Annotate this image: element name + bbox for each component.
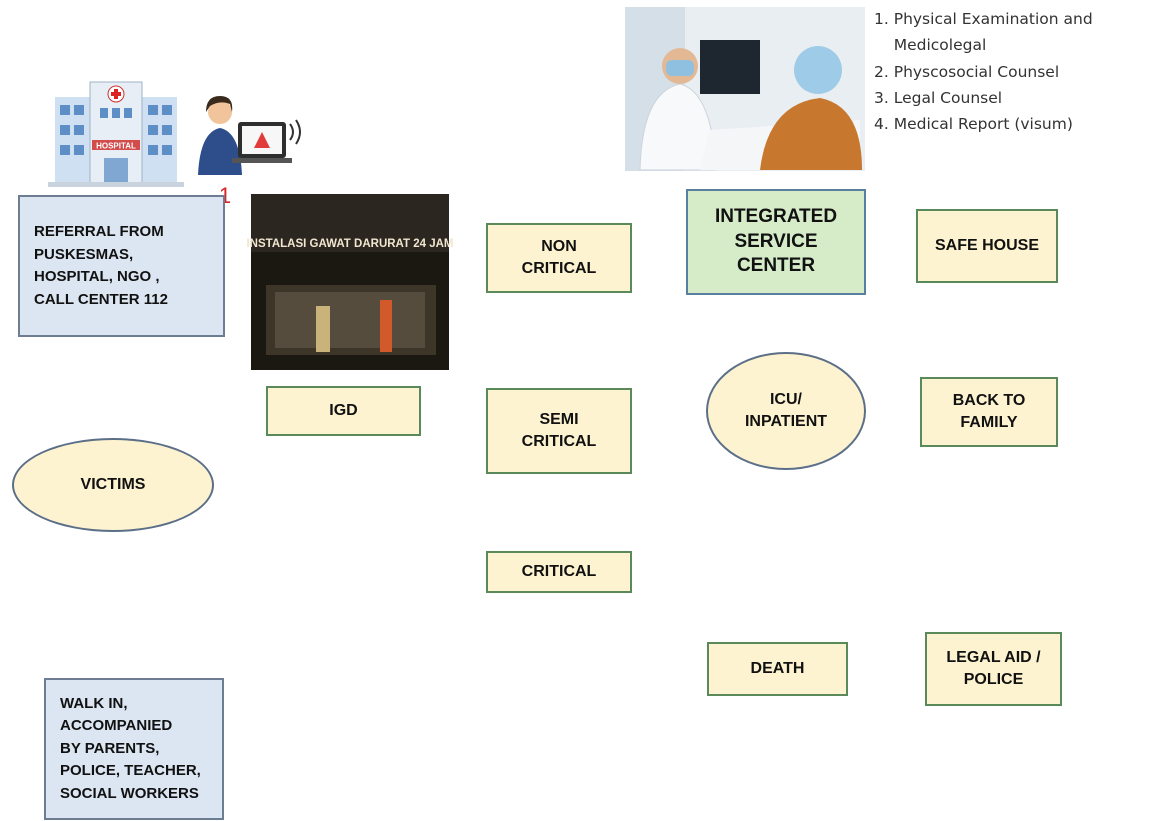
legal-aid-police-label: LEGAL AID / POLICE — [946, 649, 1041, 688]
critical-label: CRITICAL — [521, 563, 597, 581]
service-item: Medicolegal — [874, 36, 987, 55]
hospital-sign: HOSPITAL — [96, 142, 136, 151]
victims-node: VICTIMS — [12, 438, 214, 532]
icu-inpatient-label: ICU/ INPATIENT — [744, 390, 828, 430]
back-to-family-box: BACK TO FAMILY — [920, 377, 1058, 447]
death-label: DEATH — [750, 660, 805, 678]
call-center-operator-icon — [198, 96, 301, 175]
emergency-room-photo: INSTALASI GAWAT DARURAT 24 JAM — [246, 194, 454, 370]
safe-house-box: SAFE HOUSE — [916, 209, 1058, 283]
igd-label: IGD — [329, 402, 358, 420]
walk-in-box: WALK IN, ACCOMPANIED BY PARENTS, POLICE,… — [44, 678, 224, 820]
service-list: 1. Physical Examination and Medicolegal 2… — [874, 6, 1093, 138]
victims-label: VICTIMS — [80, 475, 146, 493]
critical-box: CRITICAL — [486, 551, 632, 593]
walk-in-label: WALK IN, ACCOMPANIED BY PARENTS, POLICE,… — [60, 694, 201, 802]
integrated-service-center-label: INTEGRATED SERVICE CENTER — [714, 205, 838, 277]
semi-critical-box: SEMI CRITICAL — [486, 388, 632, 474]
death-box: DEATH — [707, 642, 848, 696]
non-critical-label: NON CRITICAL — [521, 238, 597, 277]
non-critical-box: NON CRITICAL — [486, 223, 632, 293]
hospital-building-icon: HOSPITAL — [48, 81, 184, 187]
er-sign-text: INSTALASI GAWAT DARURAT 24 JAM — [246, 238, 453, 250]
service-item: 1. Physical Examination and — [874, 10, 1093, 28]
safe-house-label: SAFE HOUSE — [934, 237, 1039, 255]
referral-label: REFERRAL FROM PUSKESMAS, HOSPITAL, NGO ,… — [34, 223, 168, 308]
service-item: 2. Physcosocial Counsel — [874, 62, 1060, 81]
icu-inpatient-node: ICU/ INPATIENT — [706, 352, 866, 470]
legal-aid-police-box: LEGAL AID / POLICE — [925, 632, 1062, 706]
service-item: 3. Legal Counsel — [874, 89, 1003, 108]
igd-box: IGD — [266, 386, 421, 436]
service-item: 4. Medical Report (visum) — [874, 115, 1073, 134]
back-to-family-label: BACK TO FAMILY — [952, 392, 1026, 431]
integrated-service-center-box: INTEGRATED SERVICE CENTER — [686, 189, 866, 295]
doctor-consultation-photo — [625, 7, 865, 171]
referral-box: REFERRAL FROM PUSKESMAS, HOSPITAL, NGO ,… — [18, 195, 225, 337]
semi-critical-label: SEMI CRITICAL — [521, 411, 597, 450]
